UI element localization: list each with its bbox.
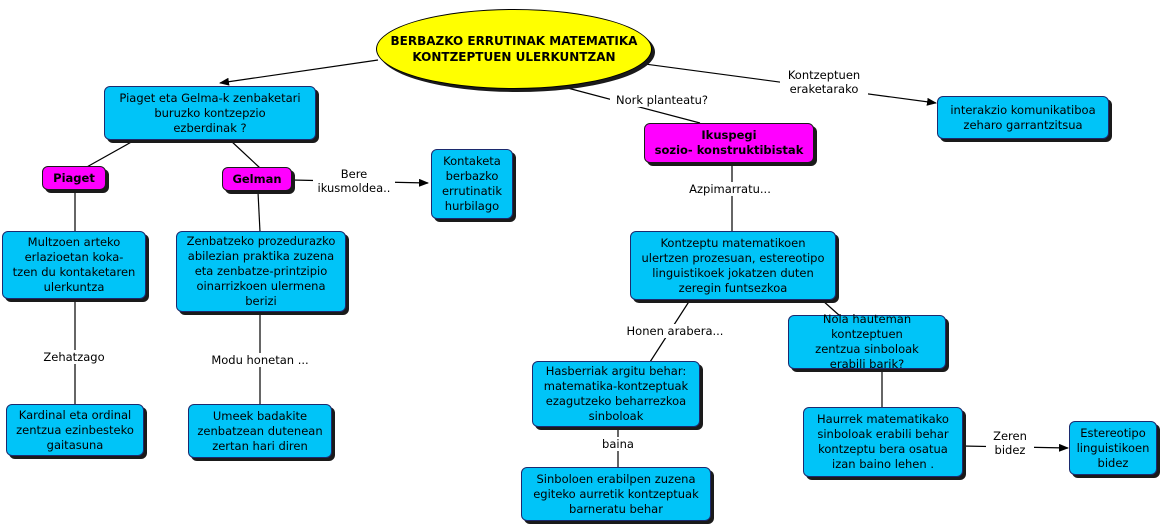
node-nola: Nola hauteman kontzeptuen zentzua sinbol…: [788, 312, 946, 371]
node-zenbatzeko: Zenbatzeko prozedurazko abilezian prakti…: [176, 231, 346, 312]
node-multzoen: Multzoen arteko erlazioetan koka- tzen d…: [2, 231, 146, 299]
link-label-honen-arabera: Honen arabera...: [622, 324, 728, 338]
link-gelman-to-zenbatzeko: [257, 191, 261, 233]
node-kontzeptu-matematikoen: Kontzeptu matematikoen ulertzen prozesua…: [630, 231, 836, 300]
node-kardinal: Kardinal eta ordinal zentzua ezinbesteko…: [6, 404, 144, 456]
node-hasberriak: Hasberriak argitu behar: matematika-kont…: [532, 361, 700, 427]
root-node: BERBAZKO ERRUTINAK MATEMATIKA KONTZEPTUE…: [376, 9, 652, 89]
node-piaget: Piaget: [42, 166, 106, 190]
link-label-zehatzago: Zehatzago: [38, 350, 110, 364]
link-question-to-piaget: [84, 139, 136, 169]
node-kontaketa: Kontaketa berbazko errutinatik hurbilago: [431, 149, 513, 219]
node-haurrek: Haurrek matematikako sinboloak erabili b…: [803, 407, 963, 477]
link-label-kontzeptuen-eraketarako: Kontzeptuen eraketarako: [780, 68, 868, 96]
link-label-azpimarratu: Azpimarratu...: [683, 182, 777, 196]
link-root-to-question: [219, 59, 379, 86]
node-ikuspegi: Ikuspegi sozio- konstruktibistak: [644, 123, 814, 163]
link-label-zeren-bidez: Zeren bidez: [986, 429, 1034, 457]
link-label-bere-ikusmoldea: Bere ikusmoldea..: [313, 167, 395, 195]
node-umeek: Umeek badakite zenbatzean dutenean zerta…: [188, 404, 332, 458]
link-label-baina: baina: [598, 437, 638, 451]
node-estereotipo: Estereotipo linguistikoen bidez: [1069, 421, 1157, 475]
node-sinboloen: Sinboloen erabilpen zuzena egiteko aurre…: [521, 467, 711, 521]
node-interakzio: interakzio komunikatiboa zeharo garrantz…: [937, 96, 1109, 139]
link-question-to-gelman: [229, 139, 261, 169]
node-piaget-gelman-question: Piaget eta Gelma-k zenbaketari buruzko k…: [104, 86, 316, 140]
link-label-nork-planteatu: Nork planteatu?: [610, 93, 714, 107]
node-gelman: Gelman: [222, 167, 292, 191]
link-kontzeptu-to-nola: [821, 299, 841, 317]
link-label-modu-honetan: Modu honetan ...: [204, 353, 316, 367]
